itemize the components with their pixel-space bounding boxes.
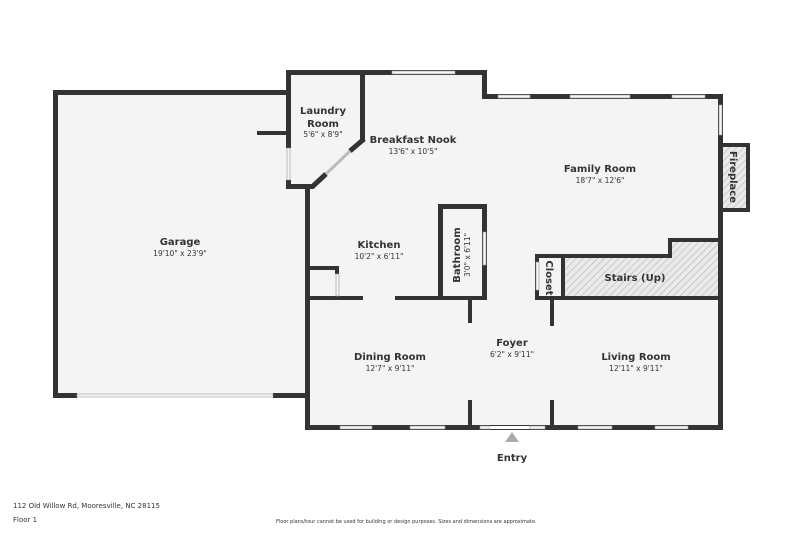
floor-label: Floor 1 xyxy=(13,516,38,524)
room-living: Living Room 12'11" x 9'11" xyxy=(601,352,670,373)
stairs xyxy=(563,240,720,298)
room-dims: 6'2" x 9'11" xyxy=(490,350,534,359)
room-name: Closet xyxy=(543,260,554,295)
stairs-label: Stairs (Up) xyxy=(605,273,666,284)
room-dims: 12'7" x 9'11" xyxy=(366,364,415,373)
room-closet: Closet xyxy=(543,260,554,295)
room-kitchen: Kitchen 10'2" x 6'11" xyxy=(355,240,404,261)
room-name: Foyer xyxy=(496,338,528,349)
address: 112 Old Willow Rd, Mooresville, NC 28115 xyxy=(13,502,160,510)
room-dining: Dining Room 12'7" x 9'11" xyxy=(354,352,426,373)
entry-label: Entry xyxy=(497,453,528,464)
room-family: Family Room 18'7" x 12'6" xyxy=(564,164,636,185)
fireplace-label: Fireplace xyxy=(727,151,738,203)
fireplace-label-group: Fireplace xyxy=(727,151,738,203)
room-name: Breakfast Nook xyxy=(370,135,457,146)
room-name: Kitchen xyxy=(358,240,401,251)
disclaimer: Floor plans/tour cannot be used for buil… xyxy=(276,519,537,525)
room-bathroom: Bathroom 3'0" x 6'11" xyxy=(452,227,472,282)
room-dims: 10'2" x 6'11" xyxy=(355,252,404,261)
room-dims: 13'6" x 10'5" xyxy=(389,147,438,156)
room-name: Dining Room xyxy=(354,352,426,363)
room-laundry: Laundry Room 5'6" x 8'9" xyxy=(300,106,346,139)
floor-area xyxy=(55,72,720,428)
room-name: Family Room xyxy=(564,164,636,175)
room-breakfast-nook: Breakfast Nook 13'6" x 10'5" xyxy=(370,135,457,156)
room-dims: 18'7" x 12'6" xyxy=(576,176,625,185)
room-dims: 3'0" x 6'11" xyxy=(463,233,472,277)
room-dims: 12'11" x 9'11" xyxy=(609,364,663,373)
room-name: Laundry xyxy=(300,106,346,117)
windows xyxy=(76,70,723,430)
room-dims: 5'6" x 8'9" xyxy=(303,130,342,139)
room-name: Living Room xyxy=(601,352,670,363)
room-foyer: Foyer 6'2" x 9'11" xyxy=(490,338,534,359)
room-name: Bathroom xyxy=(452,227,463,282)
entry-arrow-icon xyxy=(505,432,519,442)
room-garage: Garage 19'10" x 23'9" xyxy=(153,237,207,258)
room-name: Room xyxy=(307,119,339,130)
room-name: Garage xyxy=(160,237,201,248)
room-dims: 19'10" x 23'9" xyxy=(153,249,207,258)
fireplace xyxy=(718,143,750,212)
